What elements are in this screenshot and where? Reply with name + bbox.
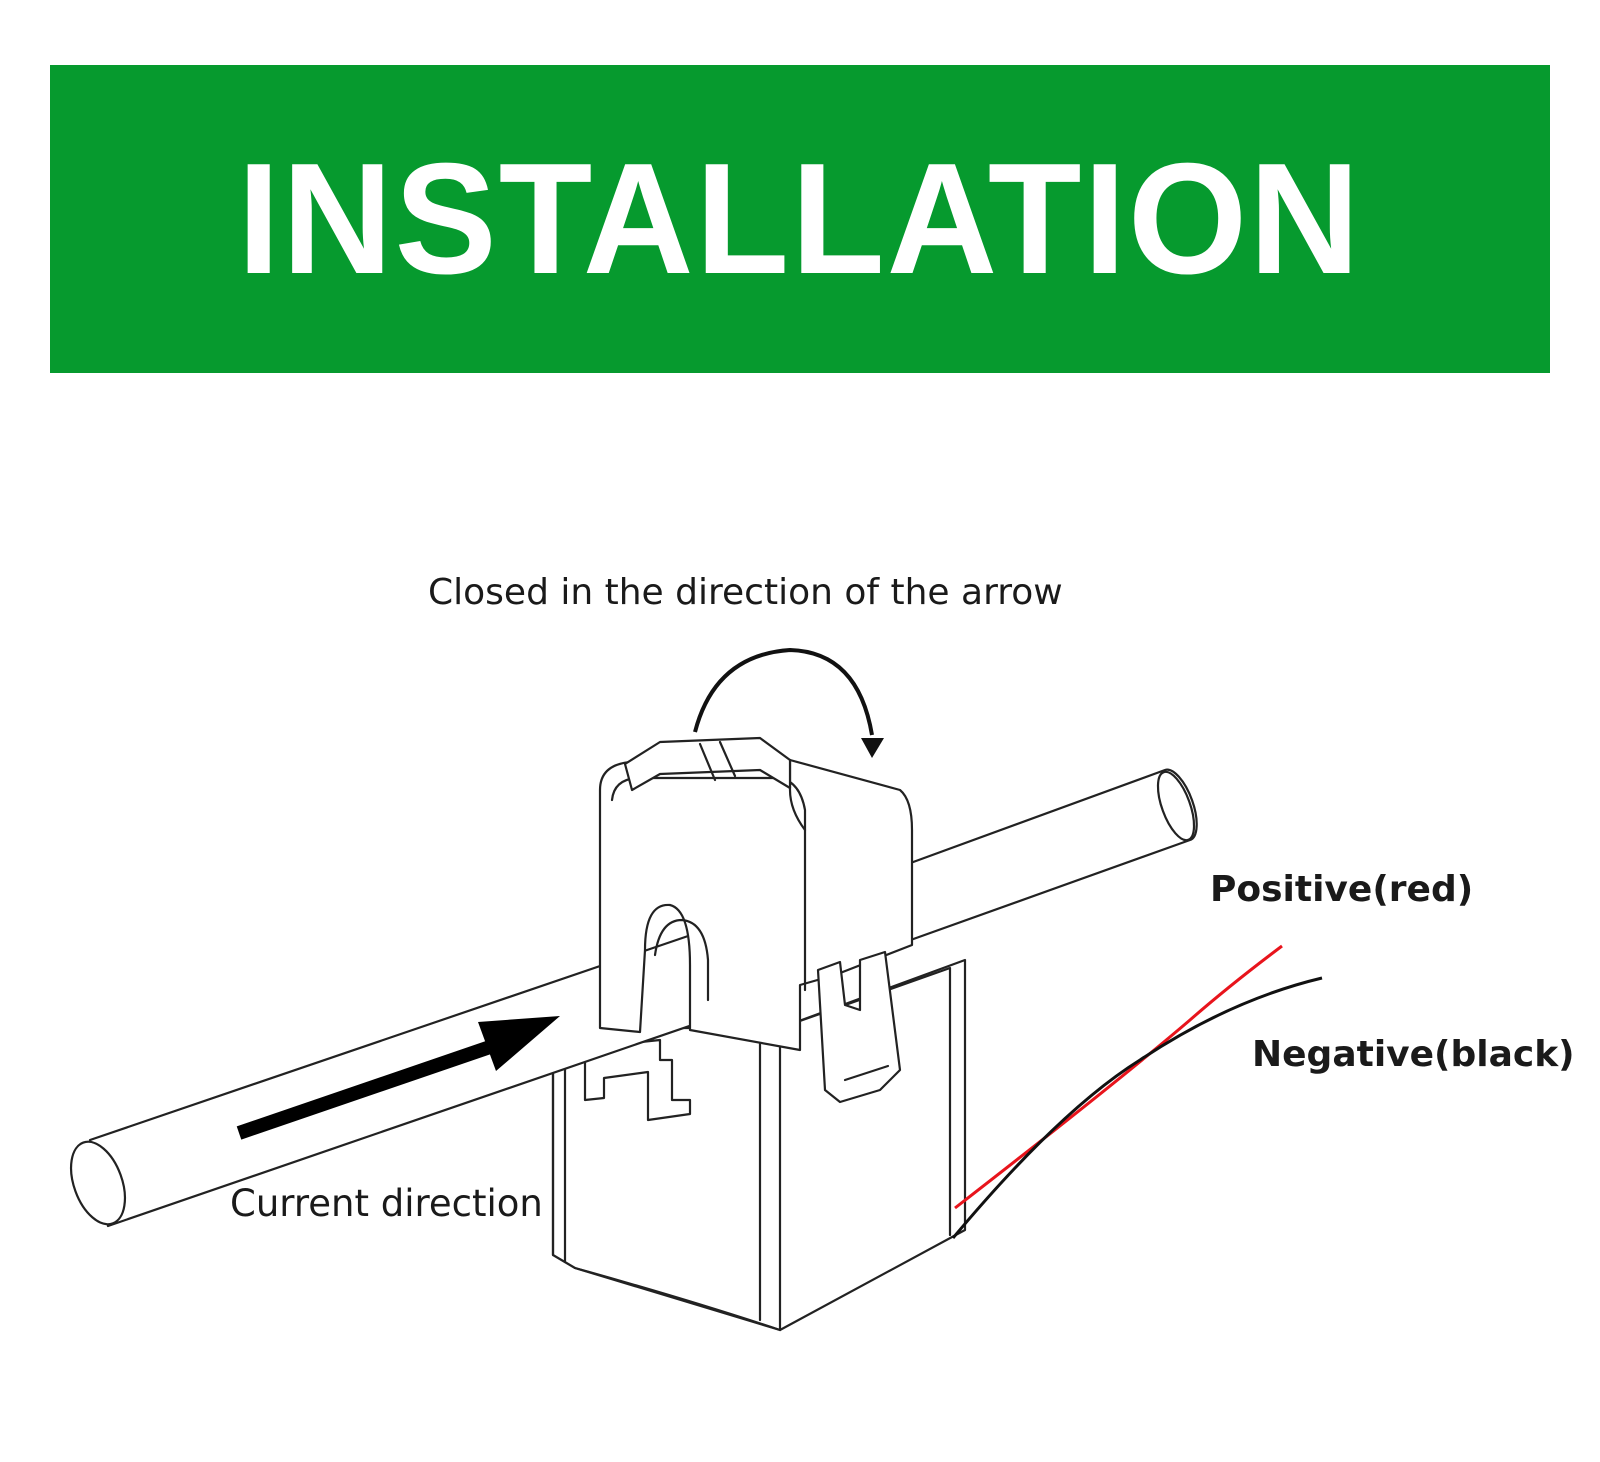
rod-back bbox=[903, 768, 1198, 944]
banner-title: INSTALLATION bbox=[237, 131, 1363, 307]
positive-wire-label: Positive(red) bbox=[1210, 869, 1474, 910]
closed-direction-label: Closed in the direction of the arrow bbox=[428, 572, 1063, 613]
current-direction-label: Current direction bbox=[230, 1182, 543, 1225]
sensor-top-loop bbox=[598, 736, 914, 1104]
current-direction-arrow-icon bbox=[236, 1016, 560, 1140]
installation-banner: INSTALLATION bbox=[50, 65, 1550, 373]
negative-wire-label: Negative(black) bbox=[1252, 1034, 1575, 1075]
wire-negative bbox=[951, 976, 1323, 1239]
closing-arrow-icon bbox=[693, 647, 884, 758]
sensor-wires bbox=[951, 944, 1323, 1239]
wire-positive bbox=[954, 944, 1283, 1210]
